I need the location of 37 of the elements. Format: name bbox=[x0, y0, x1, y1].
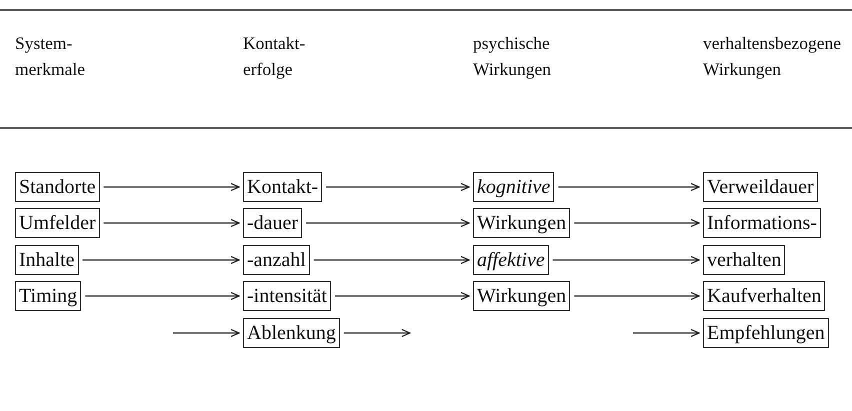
arrow bbox=[104, 218, 240, 228]
term-box: Empfehlungen bbox=[703, 318, 829, 348]
term-box: kognitive bbox=[473, 172, 554, 202]
column-heading: psychische Wirkungen bbox=[473, 32, 552, 81]
term-box: Kontakt- bbox=[243, 172, 322, 202]
term-box: Verweildauer bbox=[703, 172, 818, 202]
arrow bbox=[314, 256, 470, 264]
arrow bbox=[633, 328, 700, 338]
arrow bbox=[326, 182, 470, 192]
arrow bbox=[344, 328, 410, 338]
column-heading: verhaltensbezogene Wirkungen bbox=[703, 32, 841, 81]
term-box: Kaufverhalten bbox=[703, 281, 826, 311]
term-box: Ablenkung bbox=[243, 318, 340, 348]
term-box: Timing bbox=[15, 281, 82, 311]
term-box: Wirkungen bbox=[473, 208, 570, 238]
column-heading: Kontakt- erfolge bbox=[243, 32, 306, 81]
term-box: affektive bbox=[473, 245, 549, 275]
arrow bbox=[85, 292, 240, 300]
term-box: Standorte bbox=[15, 172, 100, 202]
column-heading: System- merkmale bbox=[15, 32, 85, 81]
arrow bbox=[574, 218, 700, 228]
arrow bbox=[173, 328, 240, 338]
arrow bbox=[574, 292, 700, 300]
arrow bbox=[82, 256, 240, 264]
term-box: Inhalte bbox=[15, 245, 79, 275]
arrow bbox=[552, 256, 700, 264]
term-box: verhalten bbox=[703, 245, 786, 275]
arrow bbox=[558, 182, 700, 192]
term-box: Informations- bbox=[703, 208, 821, 238]
term-box: Umfelder bbox=[15, 208, 100, 238]
term-box: -dauer bbox=[243, 208, 302, 238]
term-box: -intensität bbox=[243, 281, 331, 311]
arrow bbox=[306, 218, 470, 228]
arrow bbox=[104, 182, 240, 192]
arrow bbox=[334, 292, 470, 300]
term-box: Wirkungen bbox=[473, 281, 570, 311]
term-box: -anzahl bbox=[243, 245, 310, 275]
